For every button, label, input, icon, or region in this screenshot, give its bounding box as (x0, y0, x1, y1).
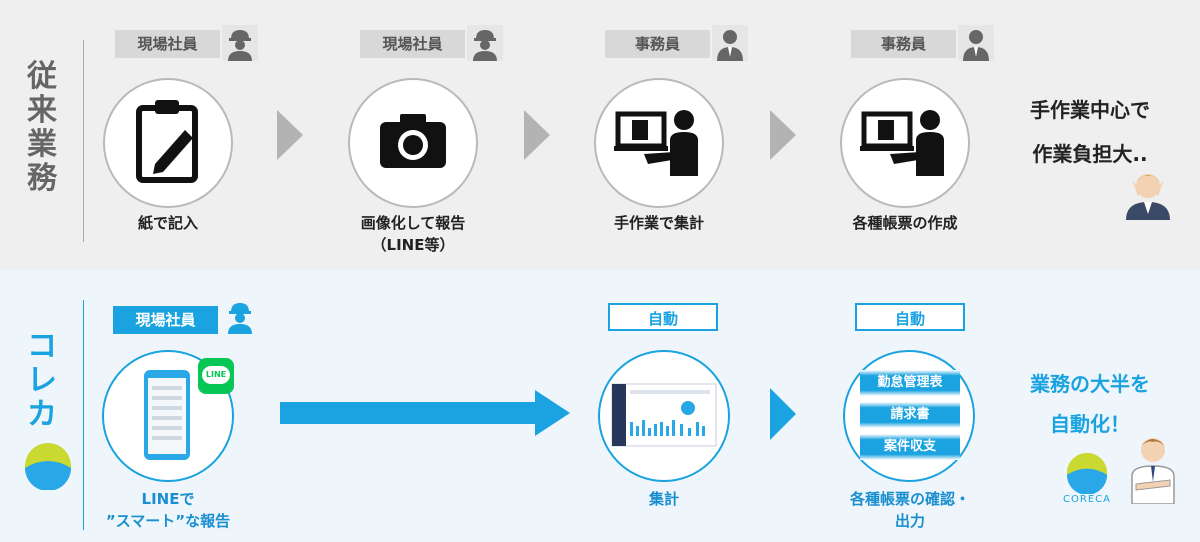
step-caption: 紙で記入 (137, 214, 198, 232)
worker-helmet-icon (228, 303, 252, 334)
step-caption: LINEで ”スマート”な報告 (105, 490, 231, 530)
step-circle (598, 350, 730, 482)
coreca-logo-icon (1066, 452, 1108, 494)
worker-helmet-icon (467, 25, 503, 61)
document-pill: 勤怠管理表 (860, 370, 960, 396)
role-tag: 現場社員 (115, 30, 220, 58)
auto-tag: 自動 (608, 303, 718, 331)
coreca-wordmark: CORECA (1063, 494, 1111, 505)
step-caption: 集計 (648, 490, 679, 508)
step-caption: 画像化して報告 （LINE等） (360, 214, 466, 254)
person-at-laptop-icon (614, 110, 698, 176)
long-arrow-icon (280, 390, 570, 436)
traditional-divider (83, 40, 84, 242)
document-pill: 請求書 (860, 402, 960, 428)
worker-helmet-icon (222, 25, 258, 61)
role-tag: 事務員 (851, 30, 956, 58)
step-circle (348, 78, 478, 208)
role-tag: 事務員 (605, 30, 710, 58)
line-app-icon: LINE (198, 358, 234, 394)
chevron-right-icon (524, 110, 550, 160)
stressed-person-icon (1126, 174, 1170, 220)
step-circle (103, 78, 233, 208)
smartphone-form-icon (144, 370, 190, 460)
dashboard-screenshot-icon (611, 383, 717, 447)
clipboard-pencil-icon (136, 100, 198, 183)
confident-person-icon (1131, 438, 1175, 504)
role-tag: 現場社員 (360, 30, 465, 58)
step-caption: 各種帳票の確認・ 出力 (849, 490, 970, 530)
role-tag: 現場社員 (113, 306, 218, 334)
step-circle (102, 350, 234, 482)
person-at-laptop-icon (860, 110, 944, 176)
auto-tag: 自動 (855, 303, 965, 331)
office-worker-icon (958, 25, 994, 61)
coreca-side-title: コ レ カ (27, 329, 57, 432)
coreca-divider (83, 300, 84, 530)
step-circle (840, 78, 970, 208)
chevron-right-icon (277, 110, 303, 160)
traditional-conclusion: 手作業中心で 作業負担大.. (1030, 98, 1150, 166)
camera-icon (380, 114, 446, 168)
step-circle (594, 78, 724, 208)
traditional-side-title: 従 来 業 務 (27, 59, 57, 196)
chevron-right-icon (770, 110, 796, 160)
coreca-logo-icon (25, 443, 71, 490)
office-worker-icon (712, 25, 748, 61)
coreca-conclusion: 業務の大半を 自動化！ (1030, 372, 1150, 436)
document-pill: 案件収支 (860, 434, 960, 460)
chevron-right-icon (770, 388, 796, 440)
step-caption: 各種帳票の作成 (852, 214, 958, 232)
step-caption: 手作業で集計 (613, 214, 704, 232)
